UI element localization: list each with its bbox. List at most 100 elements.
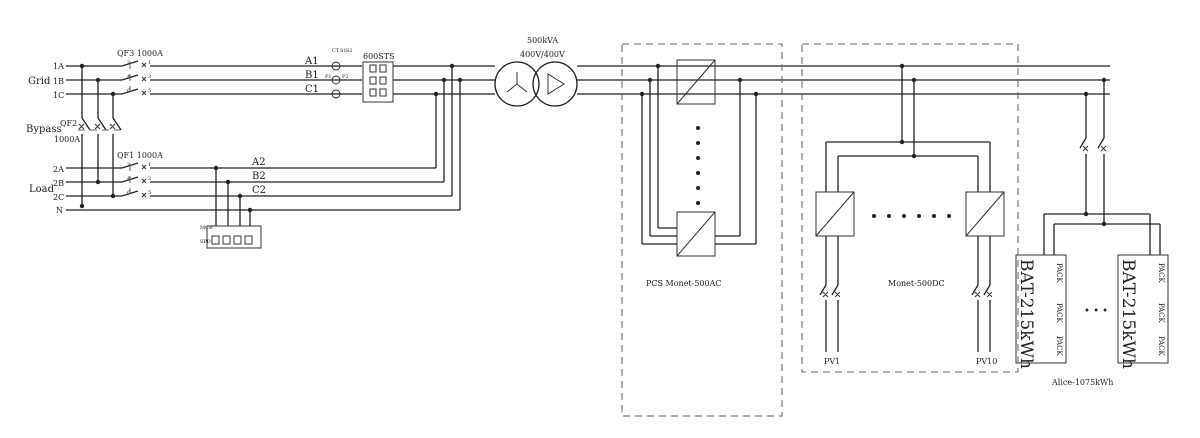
junction-dot: [911, 153, 917, 159]
junction-dot: [753, 91, 759, 97]
svg-text:5: 5: [148, 190, 151, 196]
qf3-label: QF3 1000A: [117, 49, 163, 58]
grid-phase-1c: 1C: [53, 91, 64, 100]
transformer-rating: 500kVA: [527, 36, 558, 45]
current-transformer: A1 B1 C1 P1 P2 CT S1 S2: [304, 48, 353, 99]
battery-unit-1: BAT-215kWh: [1016, 259, 1036, 369]
svg-text:P2: P2: [342, 74, 349, 80]
junction-dot: [647, 77, 653, 83]
junction-dot: [1083, 211, 1089, 217]
dc-ellipsis-dot: [917, 214, 921, 218]
dc-ellipsis-dot: [872, 214, 876, 218]
svg-text:1: 1: [148, 162, 151, 168]
load-phase-2c: 2C: [53, 193, 64, 202]
junction-dot: [899, 63, 905, 69]
junction-dot: [737, 77, 743, 83]
qf2-label: QF2: [60, 119, 77, 128]
svg-text:2: 2: [127, 60, 130, 66]
sts-input-c1: C1: [305, 84, 319, 95]
svg-text:PACK: PACK: [1055, 263, 1063, 283]
junction-dot: [639, 91, 645, 97]
dc-ellipsis-dot: [947, 214, 951, 218]
pcs-panel: PCS Monet-500AC: [621, 43, 783, 417]
load-phase-2a: 2A: [53, 165, 64, 174]
junction-dot: [1101, 77, 1107, 83]
junction-dot: [225, 179, 231, 185]
sts-input-a1: A1: [304, 56, 319, 67]
junction-dot: [95, 179, 101, 185]
svg-text:PACK: PACK: [1055, 336, 1063, 356]
pcs-ellipsis-dot: [696, 126, 700, 130]
battery-system-label: Alice-1075kWh: [1051, 378, 1113, 387]
grid-bus: [66, 65, 362, 95]
svg-text:6: 6: [127, 190, 130, 196]
junction-dot: [441, 77, 447, 83]
svg-text:PACK: PACK: [1157, 263, 1165, 283]
bypass-label: Bypass: [26, 124, 62, 135]
dc-ellipsis-dot: [887, 214, 891, 218]
svg-text:MCB: MCB: [200, 225, 213, 231]
svg-text:3: 3: [148, 74, 151, 80]
junction-dot: [79, 203, 85, 209]
svg-text:PACK: PACK: [1157, 336, 1165, 356]
dc-ellipsis-dot: [932, 214, 936, 218]
sts-switch: 600STS: [362, 52, 495, 103]
junction-dot: [237, 193, 243, 199]
svg-text:PACK: PACK: [1157, 303, 1165, 323]
junction-dot: [95, 77, 101, 83]
svg-text:1: 1: [148, 60, 151, 66]
pcs-ellipsis-dot: [696, 201, 700, 205]
svg-text:S1: S1: [340, 48, 347, 54]
bypass-lines: QF2 1000A: [54, 66, 122, 206]
qf3-breaker: QF3 1000A 2 1 4 3 6 5: [117, 49, 163, 96]
junction-dot: [247, 207, 253, 213]
pv1-label: PV1: [824, 357, 840, 366]
junction-dot: [911, 77, 917, 83]
pcs-ellipsis-dot: [696, 171, 700, 175]
dc-label: Monet-500DC: [888, 279, 945, 288]
junction-dot: [457, 77, 463, 83]
dc-ellipsis-dot: [902, 214, 906, 218]
qf2-rating: 1000A: [54, 135, 80, 144]
dc-panel: Monet-500DC PV1 PV10: [801, 43, 1019, 373]
load-bus: A2 B2 C2: [66, 157, 460, 211]
junction-dot: [110, 91, 116, 97]
svg-text:CT: CT: [332, 48, 340, 54]
load-tie-lines: [435, 66, 461, 210]
pcs-ellipsis-dot: [696, 141, 700, 145]
battery-unit-2: BAT-215kWh: [1118, 259, 1138, 369]
load-phase-2b: 2B: [53, 179, 64, 188]
load-label: Load: [29, 184, 55, 195]
sts-output-c2: C2: [252, 185, 266, 196]
svg-text:4: 4: [127, 176, 130, 182]
grid-phase-1b: 1B: [53, 77, 64, 86]
spd-module: MCB SPD: [200, 168, 262, 249]
grid-label: Grid: [28, 76, 51, 87]
junction-dot: [1101, 221, 1107, 227]
junction-dot: [1083, 91, 1089, 97]
svg-text:PACK: PACK: [1055, 303, 1063, 323]
sts-output-b2: B2: [252, 171, 266, 182]
transformer: 500kVA 400V/400V: [494, 36, 1110, 107]
pcs-ellipsis-dot: [696, 186, 700, 190]
grid-phase-1a: 1A: [53, 62, 64, 71]
svg-text:2: 2: [127, 162, 130, 168]
svg-text:4: 4: [127, 74, 130, 80]
svg-text:S2: S2: [346, 48, 353, 54]
svg-text:5: 5: [148, 88, 151, 94]
load-phase-n: N: [56, 206, 63, 215]
junction-dot: [110, 193, 116, 199]
junction-dot: [79, 63, 85, 69]
svg-text:3: 3: [148, 176, 151, 182]
sts-label: 600STS: [363, 52, 395, 61]
sts-input-b1: B1: [305, 70, 319, 81]
pv10-label: PV10: [976, 357, 997, 366]
svg-text:P1: P1: [325, 74, 332, 80]
junction-dot: [449, 63, 455, 69]
battery-ellipsis: • • •: [1084, 306, 1108, 317]
pcs-ellipsis-dot: [696, 156, 700, 160]
svg-text:6: 6: [127, 88, 130, 94]
pcs-label: PCS Monet-500AC: [646, 279, 722, 288]
battery-section: BAT-215kWh BAT-215kWh PACK PACK PACK PAC…: [1015, 80, 1169, 387]
